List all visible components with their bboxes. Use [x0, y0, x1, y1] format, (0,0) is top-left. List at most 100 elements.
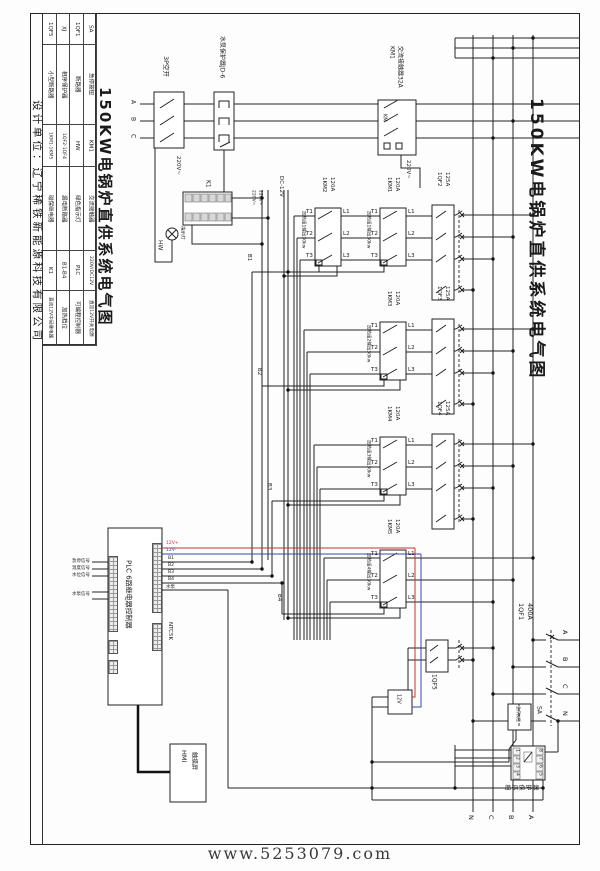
- legend-cell: HW: [74, 140, 80, 151]
- plc-out-pump: 水泵: [166, 585, 175, 590]
- terminal-l3: L3: [408, 367, 415, 373]
- wire-12v-minus: [162, 553, 422, 708]
- legend-cell: 交流接触器: [87, 194, 94, 223]
- relay-1km5-amp: 120A: [393, 519, 400, 534]
- relay-1km5-label: 1KM5: [385, 519, 392, 535]
- v220-label-4: 220V~: [257, 190, 263, 206]
- terminal-t1: T1: [371, 323, 378, 329]
- legend-cell: XJ: [60, 26, 67, 32]
- legend-cell: 急停按钮: [87, 73, 94, 96]
- terminal-t2: T2: [371, 231, 378, 237]
- legend-cell: 加热档位: [60, 306, 67, 329]
- breaker-1qf1-label: 1QF1: [516, 603, 525, 621]
- hw-label: HW: [156, 240, 164, 251]
- b4-tag: B4: [275, 594, 282, 602]
- hmi-cable: [136, 705, 170, 774]
- b1-tag: B1: [245, 254, 252, 262]
- breaker-1qf4-label: 1QF4: [435, 401, 442, 416]
- terminal-l1: L1: [408, 323, 415, 329]
- plc-in-level: 水位信号: [72, 573, 90, 578]
- bus-label-b: B: [506, 815, 515, 820]
- km1-desc-label: 交流接触器32A: [396, 46, 404, 88]
- b3-tag: B3: [265, 483, 272, 491]
- plc-in-estop: 急停信号: [72, 559, 90, 564]
- xj-term-1: 1: [514, 749, 520, 752]
- terminal-l1: L1: [343, 209, 350, 215]
- terminal-t2: T2: [371, 345, 378, 351]
- terminal-t3: T3: [371, 595, 378, 601]
- k1-label: K1: [204, 180, 212, 188]
- phase-c-label: C: [129, 134, 137, 139]
- legend-table: 1QF5 XJ 1QF1 SA 小型断路器 相序保护器 断路器 急停按钮 1KM…: [42, 13, 97, 346]
- breaker-1qf3-amp: 125A: [443, 286, 450, 301]
- legend-cell: SA: [87, 25, 94, 33]
- breaker-1qf5-box: [425, 639, 449, 673]
- psu-12v-box: [387, 689, 413, 715]
- wire-12v-plus: [162, 547, 416, 698]
- incomer-phase-b: B: [560, 657, 569, 662]
- relay-1km2-amp: 120A: [328, 177, 335, 192]
- terminal-l3: L3: [408, 595, 415, 601]
- terminal-t2: T2: [371, 573, 378, 579]
- terminal-l3: L3: [408, 482, 415, 488]
- junction-dots: [250, 36, 560, 790]
- hmi-desc: 触摸屏: [190, 752, 198, 771]
- legend-cell: 1QF5: [47, 21, 53, 37]
- km1-aux-contact: [383, 142, 391, 150]
- sa-label: SA: [535, 706, 543, 715]
- ntc-terminal-strip: [152, 623, 162, 651]
- heat-label-1km3: 加热组2输出30kw: [365, 325, 371, 363]
- terminal-l1: L1: [408, 209, 415, 215]
- xj-term-2: 2: [514, 757, 520, 760]
- legend-cell: 绿色指示灯: [74, 194, 80, 223]
- dc12v-label: DC-12V: [277, 176, 284, 197]
- km1-label: KM1: [388, 46, 396, 59]
- watermark: www.5253079.com: [207, 844, 393, 863]
- ntc-label: NTC5K: [166, 622, 173, 641]
- design-strip-divider: [42, 13, 43, 845]
- component-boxes: [107, 91, 546, 803]
- legend-cell: 小型断路器: [47, 70, 53, 99]
- legend-cell: 直流12V中间继电器: [47, 297, 53, 339]
- v220-label-3: 220V~: [250, 190, 256, 206]
- terminal-l2: L2: [408, 573, 415, 579]
- hw-lamp-cross: [167, 229, 177, 239]
- incomer-phase-n: N: [560, 711, 569, 716]
- hmi-box: [169, 743, 207, 803]
- terminal-t2: T2: [306, 231, 313, 237]
- b2-tag: B2: [255, 368, 262, 376]
- legend-cell: 磁保继电器: [47, 194, 53, 223]
- breaker-3p-box: [153, 91, 185, 149]
- terminal-t3: T3: [371, 482, 378, 488]
- plc-label: PLC 6路继电器控制器: [124, 560, 133, 629]
- breaker-3p-label: 3P空开: [161, 56, 170, 78]
- xj-term-3: 3: [514, 765, 520, 768]
- legend-cell: B1-B4: [60, 262, 67, 279]
- legend-cell: 1QF2-1QF4: [61, 132, 67, 159]
- relay-1km1-label: 1KM1: [385, 177, 392, 193]
- breaker-1qf3-box: [431, 318, 455, 415]
- legend-cell: 漏电断路器: [60, 194, 67, 223]
- psu-label: 12V: [395, 694, 402, 704]
- terminal-t1: T1: [371, 551, 378, 557]
- v220-label-2: 220V~: [404, 160, 411, 179]
- relay-1km4-label: 1KM4: [385, 406, 392, 422]
- page-title-right: 150KW电锅炉直供系统电气图: [525, 98, 546, 381]
- bus-label-a: A: [526, 815, 535, 820]
- xj-term-5: 5: [537, 773, 543, 776]
- terminal-l2: L2: [408, 345, 415, 351]
- pump-protector-label: 水泵保护器JD-6: [218, 36, 226, 79]
- heat-label-1km1: 加热组1输出30kw: [365, 211, 371, 249]
- plc-left-aux-strip2: [108, 660, 118, 674]
- legend-cell: 1QF1: [74, 21, 80, 37]
- km1-inner-label: KM: [381, 114, 388, 122]
- km1-aux-contact: [395, 142, 403, 150]
- legend-cell: K1: [47, 266, 53, 275]
- plc-out-12vm: 12V-: [166, 548, 177, 553]
- design-unit: 设计单位：辽宁稀铁新能源科技有限公司: [31, 100, 44, 343]
- terminal-l1: L1: [408, 438, 415, 444]
- phase-b-label: B: [129, 117, 137, 122]
- terminal-l3: L3: [343, 253, 350, 259]
- k1-terminal-cells: [184, 193, 232, 222]
